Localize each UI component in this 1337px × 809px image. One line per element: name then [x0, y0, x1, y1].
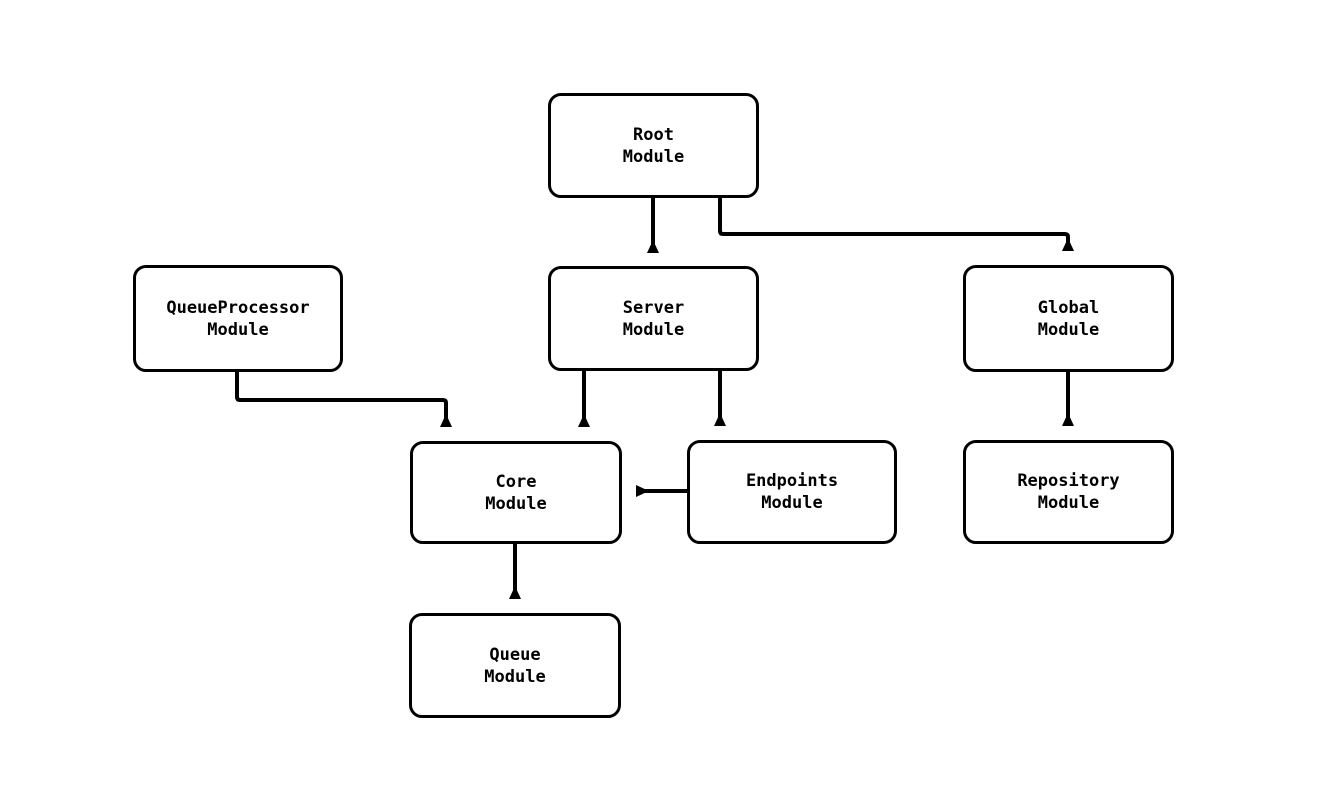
node-server-module[interactable]: Server Module [548, 266, 759, 371]
node-queueprocessor-module[interactable]: QueueProcessor Module [133, 265, 343, 372]
node-global-module[interactable]: Global Module [963, 265, 1174, 372]
edge-root-global [718, 198, 1074, 251]
node-core-module[interactable]: Core Module [410, 441, 622, 544]
node-queueprocessor-module-label: QueueProcessor Module [166, 297, 310, 340]
node-root-module-label: Root Module [622, 124, 685, 167]
node-server-module-label: Server Module [622, 297, 685, 340]
node-global-module-label: Global Module [1037, 297, 1100, 340]
node-core-module-label: Core Module [485, 471, 547, 514]
node-repository-module-label: Repository Module [1017, 471, 1120, 513]
node-root-module[interactable]: Root Module [548, 93, 759, 198]
node-queue-module-label: Queue Module [484, 644, 546, 687]
node-endpoints-module-label: Endpoints Module [745, 471, 839, 513]
node-repository-module[interactable]: Repository Module [963, 440, 1174, 544]
node-endpoints-module[interactable]: Endpoints Module [687, 440, 897, 544]
node-queue-module[interactable]: Queue Module [409, 613, 621, 718]
edge-queueprocessor-core [235, 372, 452, 427]
